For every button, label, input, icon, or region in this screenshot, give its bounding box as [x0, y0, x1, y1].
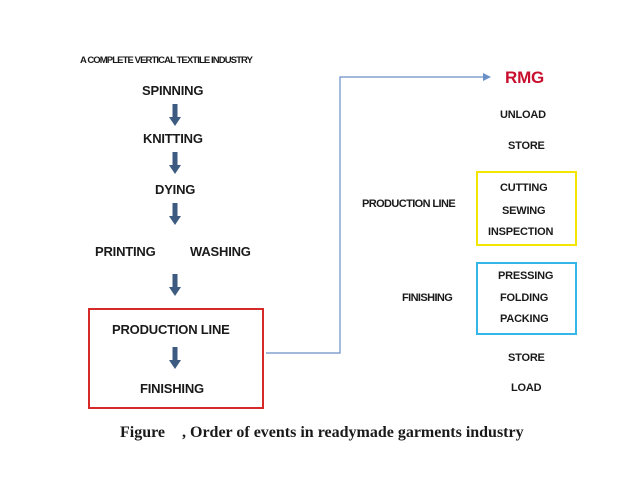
rmg-store-2: STORE	[508, 352, 545, 364]
step-spinning: SPINNING	[142, 83, 204, 98]
box-finishing: FINISHING	[140, 381, 204, 396]
rmg-cutting: CUTTING	[500, 182, 548, 194]
rmg-unload: UNLOAD	[500, 109, 546, 121]
rmg-pressing: PRESSING	[498, 270, 554, 282]
down-arrow-icon	[169, 104, 181, 126]
rmg-inspection: INSPECTION	[488, 226, 554, 238]
down-arrow-icon	[169, 203, 181, 225]
industry-heading: A COMPLETE VERTICAL TEXTILE INDUSTRY	[80, 55, 253, 66]
rmg-title: RMG	[505, 68, 545, 87]
production-line-box	[476, 171, 577, 246]
rmg-packing: PACKING	[500, 313, 549, 325]
figure-label: Figure	[120, 424, 166, 441]
figure-caption: , Order of events in readymade garments …	[182, 424, 524, 441]
rmg-load: LOAD	[511, 382, 542, 394]
mid-production-line: PRODUCTION LINE	[362, 198, 456, 210]
step-dying: DYING	[155, 182, 196, 197]
down-arrow-icon	[169, 152, 181, 174]
step-washing: WASHING	[190, 244, 251, 259]
production-finishing-box	[88, 308, 264, 409]
down-arrow-icon	[169, 347, 181, 369]
step-knitting: KNITTING	[143, 131, 203, 146]
box-production-line: PRODUCTION LINE	[112, 322, 230, 337]
rmg-store-1: STORE	[508, 140, 545, 152]
rmg-sewing: SEWING	[502, 205, 546, 217]
down-arrow-icon	[169, 274, 181, 296]
mid-finishing: FINISHING	[402, 292, 453, 304]
finishing-box	[476, 262, 577, 335]
rmg-folding: FOLDING	[500, 292, 549, 304]
step-printing: PRINTING	[95, 244, 156, 259]
